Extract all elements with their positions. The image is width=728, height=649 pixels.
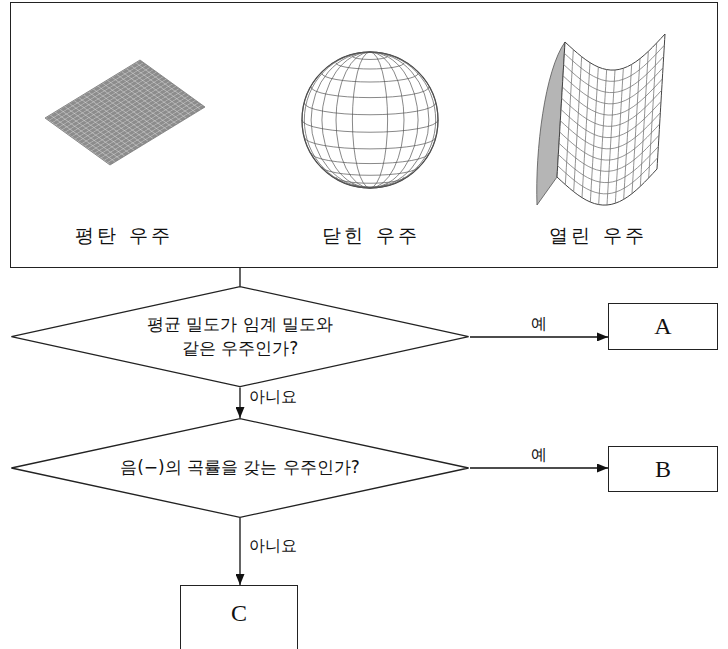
saddle-grid-line	[624, 64, 632, 199]
sphere-parallel	[304, 137, 435, 149]
diamond-outline	[10, 286, 470, 387]
branch-label: 아니요	[247, 536, 299, 555]
sphere-parallel	[336, 177, 404, 183]
text-holder: 평균 밀도가 임계 밀도와 같은 우주인가?	[130, 313, 350, 361]
text-holder: 음(−)의 곡률을 갖는 우주인가?	[120, 456, 360, 480]
saddle-grid-line	[632, 59, 640, 194]
saddle-grid-line	[560, 124, 660, 160]
flow-connector	[470, 467, 608, 468]
saddle-grid-line	[561, 102, 661, 138]
saddle-grid-line	[559, 135, 659, 171]
result-box: C	[180, 585, 298, 649]
sphere-parallel	[304, 103, 435, 115]
decision-diamond: 평균 밀도가 임계 밀도와 같은 우주인가?	[10, 286, 470, 387]
sphere-parallel	[336, 63, 404, 69]
sphere-meridian	[311, 52, 429, 188]
result-letter: A	[654, 312, 671, 341]
branch-label: 예	[529, 445, 549, 464]
label-row: 평탄 우주 닫힌 우주 열린 우주	[11, 223, 717, 249]
flow-connector	[239, 518, 240, 585]
open-universe-saddle	[537, 34, 665, 205]
sphere-outline	[302, 52, 438, 188]
sphere-parallel	[302, 120, 438, 132]
saddle-grid-line	[649, 43, 657, 178]
result-box: A	[608, 303, 718, 350]
sphere-meridian	[336, 52, 404, 188]
question-text: 음(−)의 곡률을 갖는 우주인가?	[120, 456, 360, 480]
result-box: B	[608, 446, 718, 492]
saddle-surface	[557, 34, 665, 205]
saddle-grid-line	[640, 51, 648, 186]
branch-label: 아니요	[247, 387, 299, 406]
sphere-parallel	[322, 167, 418, 176]
branch-label: 예	[529, 314, 549, 333]
flat-universe-sheet	[45, 60, 205, 165]
sphere-meridian	[352, 52, 387, 188]
result-letter: B	[655, 455, 671, 484]
sphere-parallel	[311, 153, 429, 164]
result-letter: C	[231, 599, 247, 628]
saddle-grid-line	[560, 113, 660, 149]
sphere-parallel	[352, 184, 387, 187]
flow-connector	[470, 336, 608, 337]
saddle-grid-line	[558, 158, 658, 194]
universe-label: 평탄 우주	[54, 223, 194, 249]
question-text: 평균 밀도가 임계 밀도와 같은 우주인가?	[130, 313, 350, 361]
universe-label: 닫힌 우주	[301, 223, 441, 249]
saddle-grid-line	[615, 68, 623, 203]
saddle-grid-line	[558, 147, 658, 183]
sphere-meridian	[322, 52, 418, 188]
sphere-meridian	[302, 52, 438, 188]
flow-connector	[239, 388, 240, 418]
sphere-parallel	[322, 73, 418, 82]
closed-universe-sphere	[302, 52, 438, 188]
sphere-parallel	[311, 87, 429, 98]
sphere-parallel	[352, 56, 387, 59]
flow-connector	[239, 268, 240, 286]
illustration-panel: 평탄 우주 닫힌 우주 열린 우주	[10, 2, 718, 268]
universe-label: 열린 우주	[528, 223, 668, 249]
decision-diamond: 음(−)의 곡률을 갖는 우주인가?	[10, 418, 470, 518]
sphere-meridian	[304, 52, 435, 188]
